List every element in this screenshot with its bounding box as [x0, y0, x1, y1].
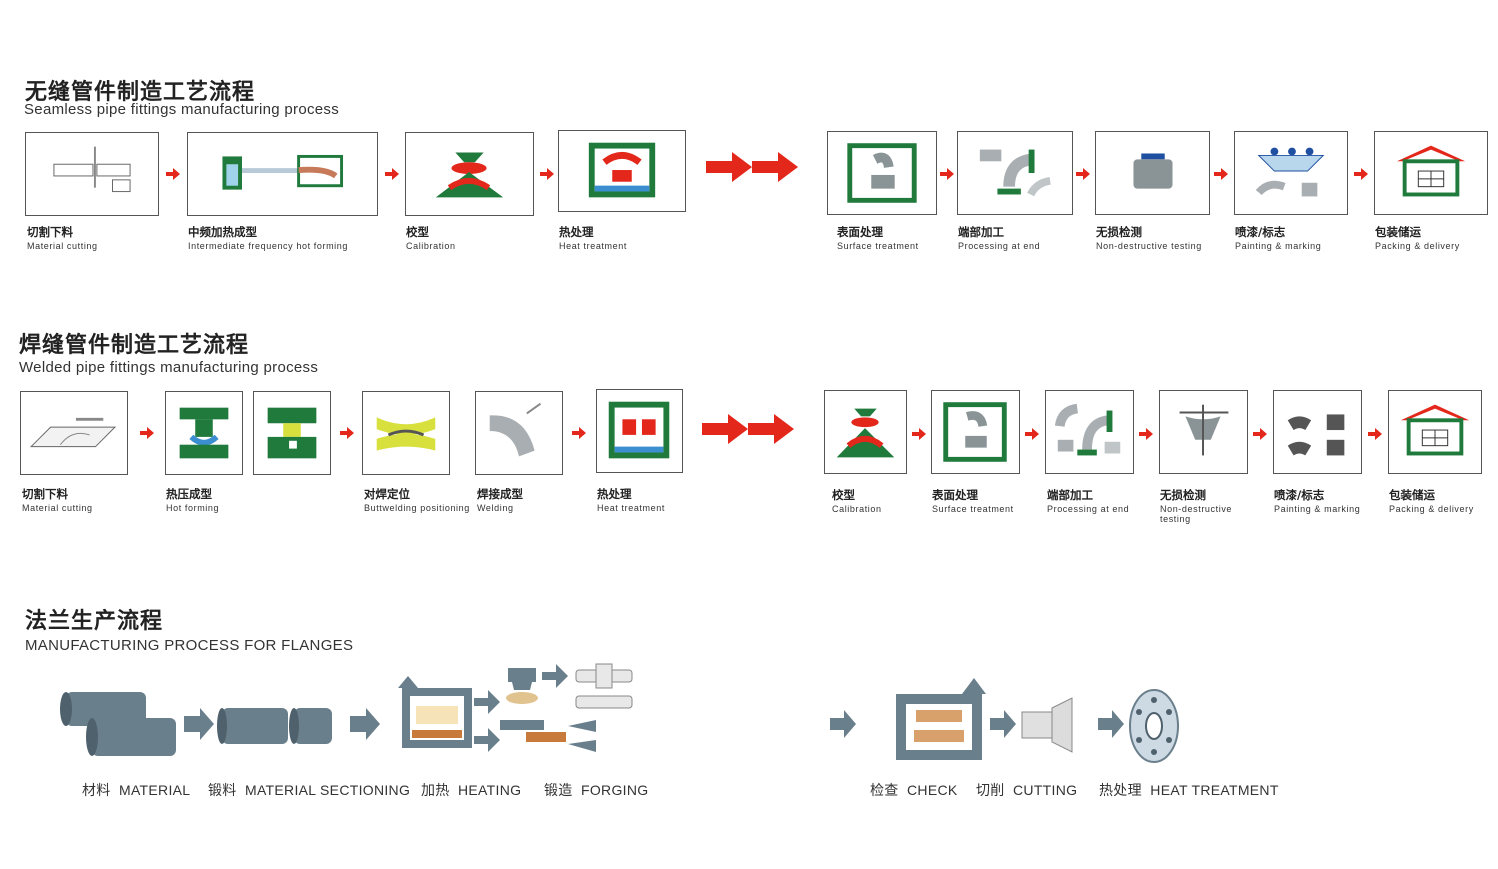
hot-press-icon	[267, 407, 317, 459]
section1-step9-box	[1374, 131, 1488, 215]
blast-icon	[943, 402, 1007, 462]
section2-step11-box	[1388, 390, 1482, 474]
section1-step6-box	[957, 131, 1073, 215]
section1-step1-box	[25, 132, 159, 216]
blast-icon	[847, 143, 917, 203]
flow-arrow-small	[1368, 428, 1382, 440]
flange-label-material: 材料 MATERIAL	[82, 782, 191, 799]
section1-step2-box	[187, 132, 378, 216]
section2-step5-box	[596, 389, 683, 473]
spray-icon	[1255, 147, 1325, 197]
section1-step5-box	[827, 131, 937, 215]
welding-icon	[489, 402, 542, 457]
flow-arrow-large	[706, 152, 798, 182]
flange-label-forging: 锻造 FORGING	[544, 782, 649, 799]
flange-label-heat-treatment: 热处理 HEAT TREATMENT	[1099, 782, 1279, 799]
flange-process-illustration-left	[60, 663, 633, 756]
flow-arrow-small	[912, 428, 926, 440]
plate-cutting-icon	[29, 417, 117, 448]
section2-title-cn: 焊缝管件制造工艺流程	[19, 333, 250, 358]
machining-icon	[979, 149, 1051, 197]
flow-arrow-small	[1139, 428, 1153, 440]
flow-arrow-small	[940, 168, 954, 180]
flow-arrow-small	[1253, 428, 1267, 440]
flow-arrow-small	[166, 168, 180, 180]
inspection-icon	[1179, 404, 1229, 456]
flow-arrow-small	[1354, 168, 1368, 180]
section2-step4-box	[475, 391, 563, 475]
section1-step8-box	[1234, 131, 1348, 215]
section2-step1-box	[20, 391, 128, 475]
hot-press-icon	[179, 407, 229, 459]
section1-step4-box	[558, 130, 686, 212]
press-icon	[836, 408, 895, 458]
positioning-icon	[376, 417, 436, 451]
section2-step3-box	[362, 391, 450, 475]
flow-arrow-small	[540, 168, 554, 180]
flow-arrow-small	[340, 427, 354, 439]
flange-label-heating: 加热 HEATING	[421, 782, 522, 799]
press-icon	[435, 152, 504, 198]
section2-title-en: Welded pipe fittings manufacturing proce…	[19, 359, 319, 376]
section1-title-cn: 无缝管件制造工艺流程	[25, 80, 256, 105]
heat-oven-icon	[608, 401, 670, 459]
machining-icon	[1054, 403, 1121, 456]
section2-step8-box	[1045, 390, 1134, 474]
section2-step2b-box	[253, 391, 331, 475]
flow-arrow-small	[1076, 168, 1090, 180]
section3-title-en: MANUFACTURING PROCESS FOR FLANGES	[25, 637, 354, 654]
section2-step7-box	[931, 390, 1020, 474]
inspection-icon	[1133, 153, 1173, 189]
section1-title-en: Seamless pipe fittings manufacturing pro…	[24, 101, 340, 118]
section2-step2a-box	[165, 391, 243, 475]
flow-arrow-small	[572, 427, 586, 439]
flow-arrow-small	[140, 427, 154, 439]
flow-arrow-small	[1214, 168, 1228, 180]
flow-arrow-large	[702, 414, 794, 444]
section1-step7-box	[1095, 131, 1210, 215]
warehouse-icon	[1400, 404, 1470, 456]
section3-title-cn: 法兰生产流程	[25, 609, 164, 634]
flow-arrow-small	[385, 168, 399, 180]
furnace-icon	[222, 154, 344, 190]
section1-step3-box	[405, 132, 534, 216]
section2-step9-box	[1159, 390, 1248, 474]
warehouse-icon	[1396, 145, 1466, 197]
section2-step10-box	[1273, 390, 1362, 474]
cutting-icon	[53, 146, 131, 193]
flange-label-cutting: 切削 CUTTING	[976, 782, 1078, 799]
flange-label-check: 检查 CHECK	[870, 782, 958, 799]
spray-icon	[1287, 414, 1345, 456]
heat-oven-icon	[588, 142, 656, 198]
flow-arrow-small	[1025, 428, 1039, 440]
section2-step6-box	[824, 390, 907, 474]
flange-label-sectioning: 锻料 MATERIAL SECTIONING	[208, 782, 411, 799]
flange-process-illustration-right	[830, 678, 1179, 763]
